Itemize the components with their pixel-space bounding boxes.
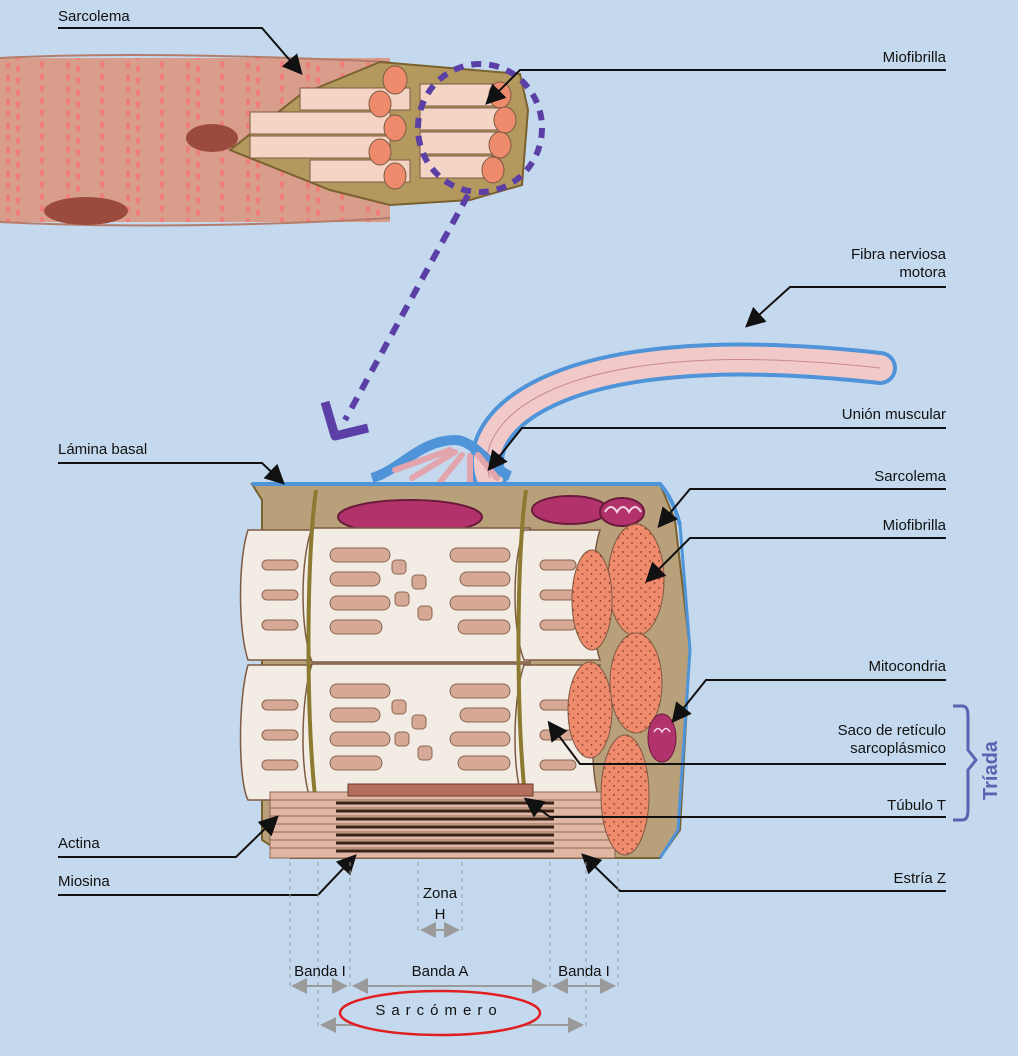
motor-nerve-fiber [370,342,897,495]
label-miosina: Miosina [58,873,110,890]
band-guides [289,862,619,1028]
label-banda-i-left: Banda I [294,963,346,980]
label-sarcomero: Sarcómero [375,1002,503,1019]
label-sarcolema: Sarcolema [874,468,946,485]
label-actina: Actina [58,835,100,852]
myofibril-bundle-top [249,65,517,190]
label-mitocondria: Mitocondria [868,658,946,675]
label-saco-reticulo: Saco de retículo [837,722,946,739]
label-lamina-basal: Lámina basal [58,441,148,458]
label-triada: Tríada [980,741,1002,800]
label-tubulo-t: Túbulo T [887,797,946,814]
myofilaments [269,783,616,859]
label-fibra-nerviosa: Fibra nerviosa [850,246,946,263]
label-banda-i-right: Banda I [558,963,610,980]
label-miofibrilla: Miofibrilla [882,517,946,534]
label-banda-a: Banda A [411,963,469,980]
label-union-muscular: Unión muscular [841,406,946,423]
sarcomere-block [239,482,692,859]
label-estria-z: Estría Z [893,870,946,887]
sarcomero-highlight [338,989,542,1037]
label-h: H [434,906,446,923]
label-fibra-nerviosa-motora: motora [899,264,946,281]
label-zona: Zona [422,885,458,902]
triada-bracket [953,704,978,822]
label-sarcoplasmico: sarcoplásmico [850,740,946,757]
leader-lines [58,27,946,896]
myofibrils-cross-section [567,523,677,856]
label-miofibrilla-top: Miofibrilla [882,49,946,66]
muscle-fiber-top [0,54,545,441]
label-sarcolema-top: Sarcolema [58,8,130,25]
